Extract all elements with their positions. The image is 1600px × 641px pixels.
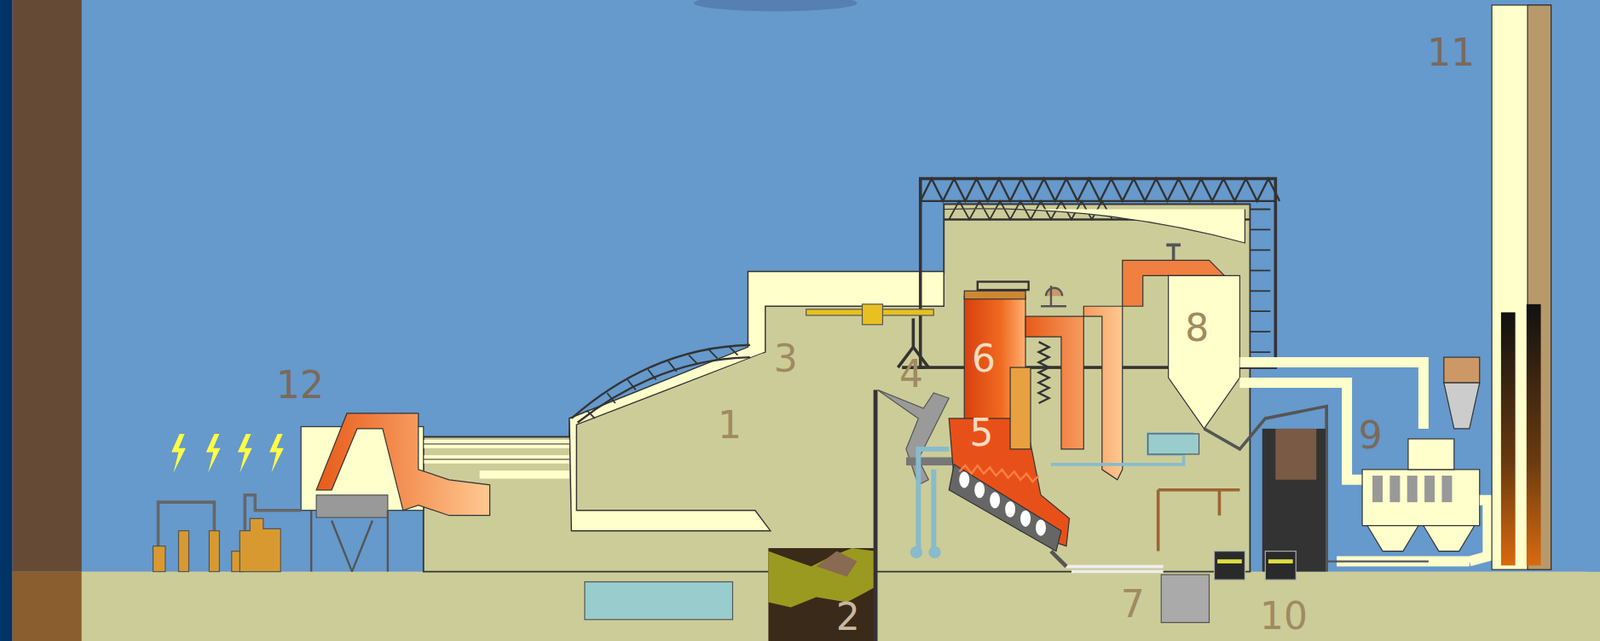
chimney (1491, 5, 1551, 570)
callout-number: 3 (774, 340, 798, 378)
flames (958, 465, 1039, 482)
silo-content (1275, 428, 1317, 480)
air-fan (928, 546, 941, 559)
filter-hopper (1367, 525, 1419, 552)
cloud (693, 0, 858, 12)
filter-bag (1407, 475, 1418, 503)
left-wall (11, 0, 81, 572)
truck (1214, 551, 1246, 581)
grate-roller (1005, 501, 1016, 518)
air-fan (910, 546, 923, 559)
main-building (423, 203, 1251, 572)
roof-cladding (943, 208, 1245, 243)
lightning-bolt (237, 433, 253, 474)
turbine-support (311, 510, 388, 572)
hall-cladding (569, 271, 944, 532)
air-pipe (918, 449, 949, 552)
filter-bag (1389, 475, 1400, 503)
left-ground (11, 571, 81, 641)
callout-number: 2 (836, 598, 861, 636)
truck (1264, 551, 1296, 581)
boiler-frame (977, 281, 1029, 290)
generator (316, 495, 388, 518)
callout-number: 1 (717, 406, 742, 445)
transformer (178, 531, 189, 572)
grate-roller (989, 491, 1000, 509)
bunker-wall (873, 389, 878, 641)
residue-silo (1262, 428, 1326, 572)
grate (948, 464, 1062, 552)
bag-filter (1362, 469, 1480, 526)
filter-bag (1424, 475, 1435, 503)
lightning-bolt (171, 433, 186, 474)
spray-absorber (1168, 275, 1241, 429)
nozzle (1166, 244, 1181, 260)
flue-pass (1025, 306, 1123, 480)
edge-sky (1586, 0, 1600, 572)
flue-liner (1526, 304, 1542, 567)
filter-bag (1372, 475, 1383, 503)
residue-line (1326, 560, 1429, 562)
superheater (1010, 367, 1031, 450)
water-tank (584, 582, 734, 620)
crane-trolley (862, 304, 884, 325)
transformer (153, 546, 166, 572)
reagent-silo (1444, 357, 1480, 383)
callout-number: 8 (1184, 309, 1209, 347)
reagent-silo (1444, 382, 1480, 429)
grate-roller (958, 471, 970, 488)
steam-pipe (423, 444, 570, 475)
transformer (208, 531, 220, 572)
lightning-bolt (206, 433, 221, 474)
safety-valve (1040, 285, 1067, 307)
callout-number: 4 (899, 355, 924, 393)
callout-number: 7 (1120, 585, 1145, 624)
truck-light (1217, 559, 1242, 564)
truss-lattice (920, 179, 1280, 202)
filter-hopper (1423, 525, 1475, 552)
truss-lattice (1249, 208, 1271, 353)
grate-roller (1020, 510, 1031, 527)
callout-number: 6 (971, 340, 996, 378)
pipe-outline (423, 444, 570, 460)
truck-light (1268, 559, 1294, 564)
callout-number: 10 (1259, 597, 1308, 636)
transformer (239, 518, 281, 572)
callout-number: 12 (276, 366, 324, 405)
clean-gas-duct (1336, 500, 1488, 562)
ash-conveyor (1066, 566, 1164, 572)
feed-hopper (877, 389, 949, 485)
callout-number: 9 (1358, 416, 1383, 455)
lightning-bolt (269, 433, 284, 474)
hall-interior (581, 352, 763, 509)
ash-crane (1158, 490, 1241, 552)
callout-number: 5 (970, 414, 994, 452)
filter-bag (1441, 475, 1452, 503)
waste-pile (816, 551, 858, 578)
arch-lattice (586, 346, 738, 419)
ash-bunker (1161, 574, 1209, 623)
lime-tank (1148, 433, 1200, 455)
flue-liner (1501, 311, 1516, 566)
ash-chute (1051, 551, 1067, 567)
economizer-coil (1039, 341, 1050, 404)
reactor (1408, 438, 1455, 470)
waste-bunker (768, 548, 876, 641)
grate-roller (1035, 519, 1046, 537)
callout-number: 11 (1426, 34, 1475, 72)
grate-roller (974, 481, 985, 498)
steam-drum (964, 290, 1026, 300)
edge-strip (0, 0, 12, 641)
